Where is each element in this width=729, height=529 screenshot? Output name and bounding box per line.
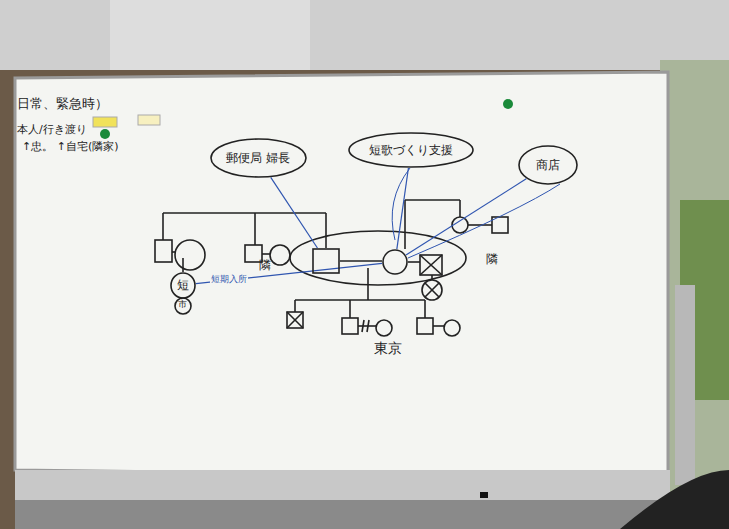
- member-label: 隣: [486, 252, 498, 266]
- member-label: 隣: [259, 258, 271, 272]
- note-text: 日常、緊急時）: [17, 96, 108, 112]
- node-text: 短: [177, 278, 189, 292]
- relation-line: [271, 177, 318, 248]
- place-label: 東京: [374, 340, 402, 357]
- relation-line: [406, 179, 526, 255]
- family-circle: 短: [170, 272, 196, 299]
- client-square-outline: [312, 248, 340, 274]
- client-circle-outline: [382, 249, 408, 275]
- note-text: 本人/行き渡り: [17, 123, 87, 136]
- node-text: 郵便局 婦長: [226, 151, 290, 165]
- relation-line: [397, 168, 409, 249]
- agency-ellipse: 商店: [518, 145, 578, 185]
- node-text: 短歌づくり支援: [369, 143, 453, 157]
- agency-ellipse: 郵便局 婦長: [210, 138, 307, 178]
- client-circle: [382, 249, 408, 275]
- node-text: 商店: [536, 158, 560, 172]
- note-text: ↑忠。 ↑自宅(隣家): [22, 140, 119, 153]
- member-label: 市: [178, 299, 187, 310]
- client-square: [312, 248, 340, 274]
- agency-ellipse: 短歌づくり支援: [348, 132, 474, 168]
- edge-label: 短期入所: [210, 275, 248, 285]
